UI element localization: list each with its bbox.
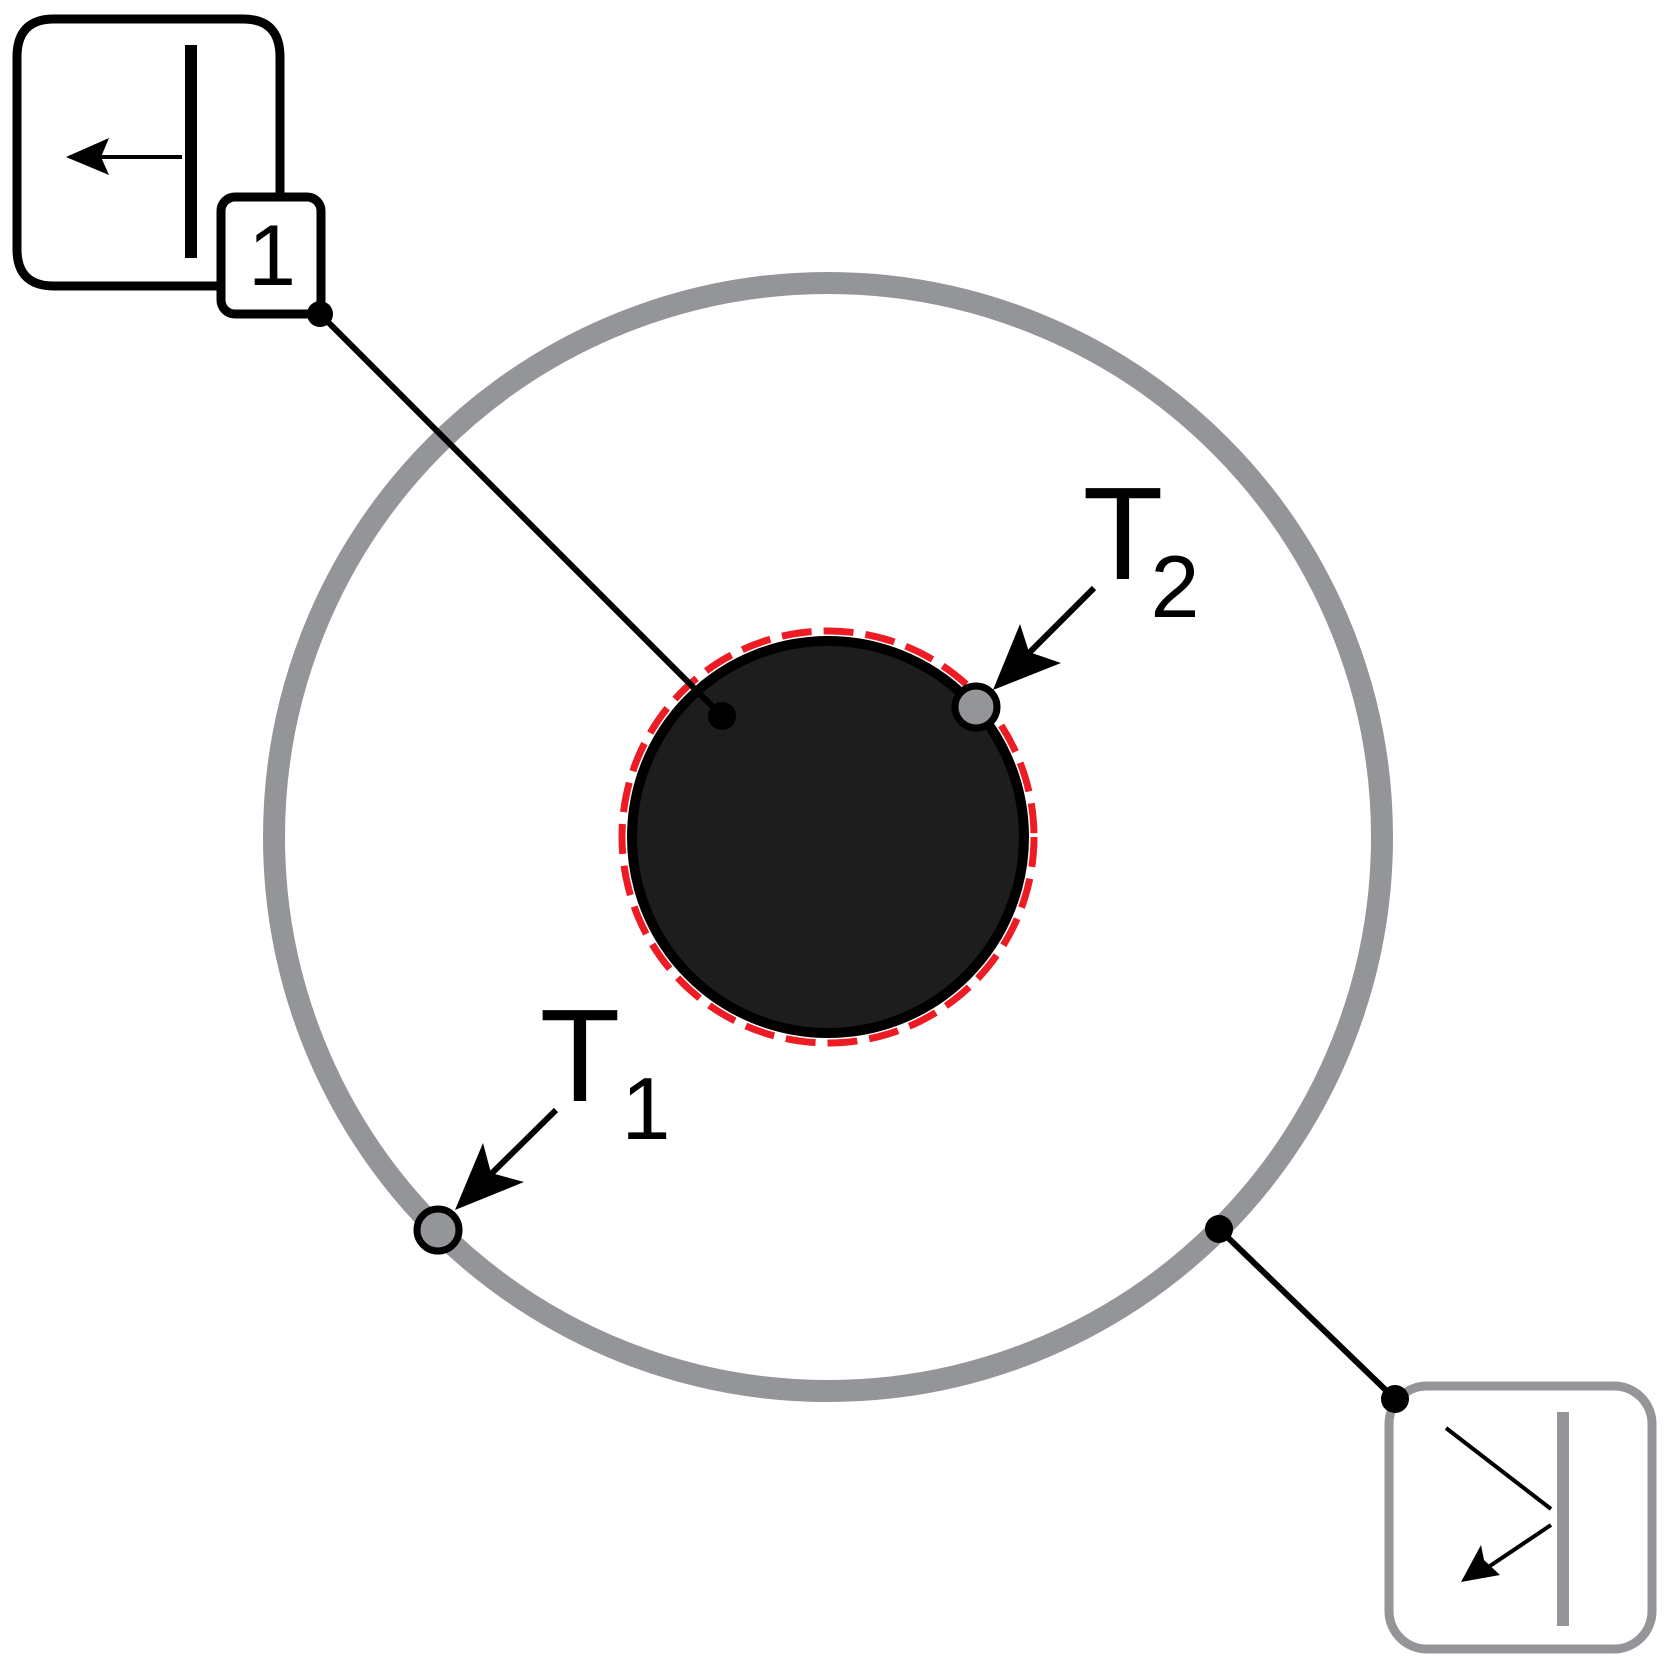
source-arrow-head — [66, 138, 109, 175]
t2-arrow — [1019, 585, 1097, 663]
detector-line — [1444, 1426, 1553, 1511]
inner-core — [627, 636, 1029, 1038]
detector-box — [1384, 1381, 1657, 1654]
t1-arrow-head — [455, 1143, 524, 1210]
t2-marker — [951, 682, 1001, 732]
ray-end-dot — [708, 702, 736, 730]
outgoing-ray — [1216, 1226, 1398, 1402]
detector-arrow-head — [1461, 1545, 1500, 1582]
source-badge — [216, 192, 326, 319]
label-t1: T — [540, 982, 621, 1129]
detector-entry-dot — [1381, 1385, 1409, 1413]
label-t2: T — [1083, 460, 1164, 607]
label-t1-sub: 1 — [622, 1059, 671, 1158]
ray-start-dot — [307, 301, 333, 327]
incoming-ray — [317, 311, 725, 719]
t1-arrow — [482, 1107, 559, 1183]
t1-marker — [413, 1205, 463, 1255]
t2-arrow-head — [993, 624, 1061, 690]
label-t2-sub: 2 — [1151, 537, 1200, 636]
source-box: 1 — [12, 14, 326, 319]
outer-ring — [263, 272, 1393, 1402]
source-badge-label: 1 — [248, 208, 296, 304]
ring-exit-dot — [1205, 1215, 1233, 1243]
dashed-boundary — [618, 627, 1038, 1047]
